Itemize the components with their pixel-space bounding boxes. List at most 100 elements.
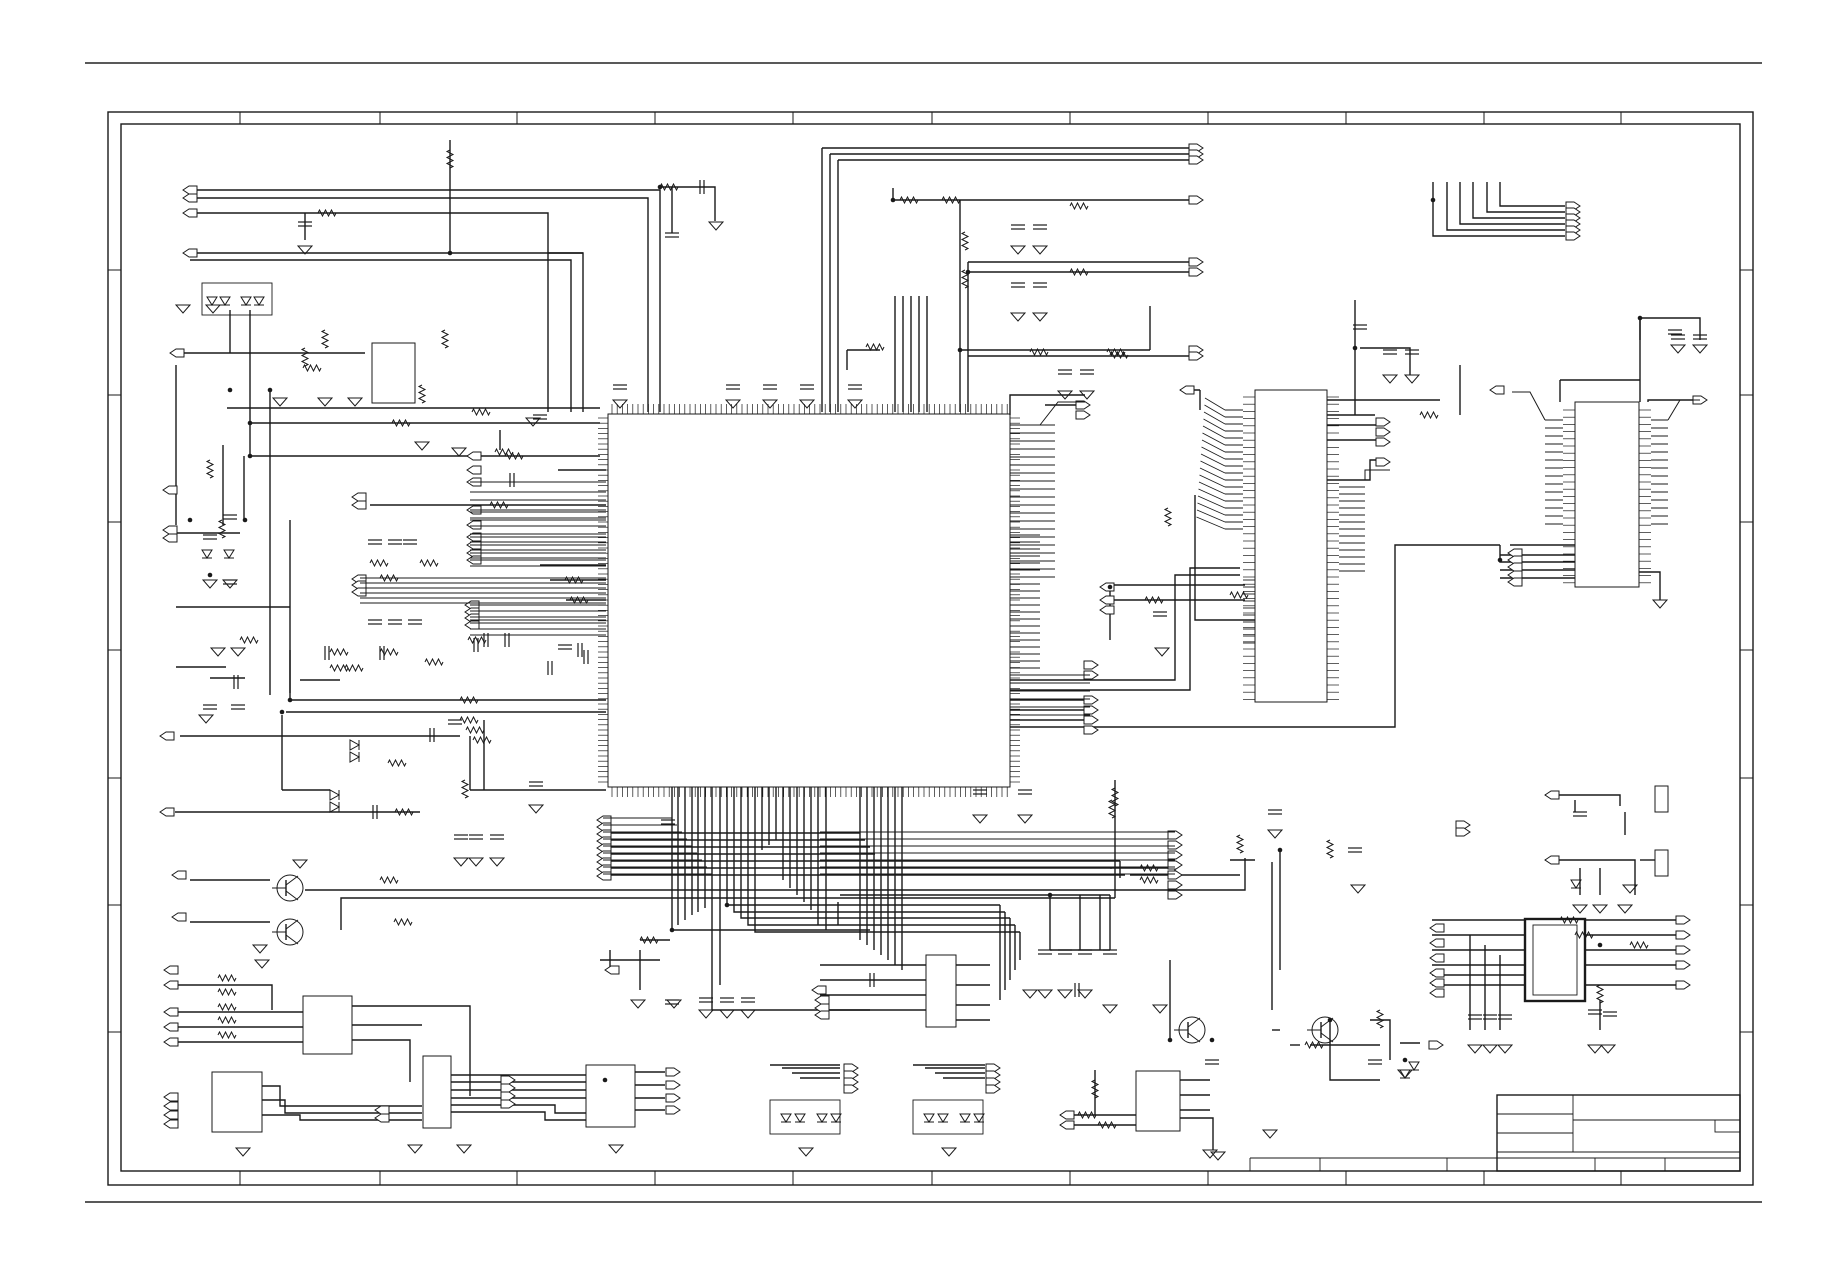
off-page-connector [163,1101,179,1111]
junction-dot [724,902,730,908]
resistor [465,725,485,735]
off-page-connector [1675,930,1691,940]
main-processor-chip [607,413,1011,788]
ground-symbol [296,245,314,255]
driver-chip-left [211,1071,263,1133]
resistor [1304,1040,1324,1050]
resistor [1069,267,1089,277]
off-page-connector [1429,923,1445,933]
junction-dot [1277,847,1283,853]
off-page-connector [604,965,620,975]
resistor [317,208,337,218]
ground-symbol [1078,390,1096,400]
off-page-connector [1544,855,1560,865]
resistor [217,973,237,983]
off-page-connector [1075,410,1091,420]
ground-symbol [455,1144,473,1154]
ground-symbol [1496,1044,1514,1054]
ground-symbol [1586,1044,1604,1054]
off-page-connector [1083,725,1099,735]
bus-line [1364,469,1390,480]
transistor-emitter [1320,1032,1334,1043]
junction-dot [1497,557,1503,563]
off-page-connector [1083,715,1099,725]
off-page-connector [1675,980,1691,990]
off-page-connector [1179,385,1195,395]
diode [349,751,361,763]
serial-chip [1135,1070,1181,1132]
bus-line [1039,401,1085,426]
resistor [445,149,455,169]
resistor [1144,595,1164,605]
off-page-connector [1167,890,1183,900]
bus-line [1204,404,1226,418]
off-page-connector [1375,417,1391,427]
off-page-connector [1083,660,1099,670]
ground-symbol [1466,1044,1484,1054]
ground-symbol [1669,344,1687,354]
off-page-connector [163,980,179,990]
diode [253,296,265,306]
ground-symbol [452,857,470,867]
off-page-connector [163,1119,179,1129]
diode [1408,1061,1420,1071]
ground-symbol [271,397,289,407]
off-page-connector [1455,827,1471,837]
junction-dot [965,269,971,275]
resistor [379,647,399,657]
resistor [460,779,470,799]
resistor [1109,350,1129,360]
junction-dot [890,197,896,203]
ground-symbol [1031,312,1049,322]
resistor [379,875,399,885]
resistor [459,695,479,705]
off-page-connector [162,525,178,535]
bus-line [1202,425,1226,439]
ground-symbol [251,944,269,954]
ground-symbol [197,714,215,724]
resistor [217,987,237,997]
ground-symbol [1651,599,1669,609]
mcu-right-bus [1010,401,1090,716]
off-page-connector [351,500,367,510]
off-page-connector [162,533,178,543]
resistor [1069,201,1089,211]
junction-dot [1637,315,1643,321]
resistor [1090,1079,1100,1099]
resistor [217,1015,237,1025]
transistor-emitter [285,890,299,901]
off-page-connector [811,985,827,995]
resistor [417,384,427,404]
bus-line [1200,453,1226,467]
ground-symbol [316,397,334,407]
off-page-connector [665,1067,681,1077]
resistor [459,715,479,725]
junction-dot [1430,197,1436,203]
transistor-emitter [1187,1032,1201,1043]
ground-symbol [467,857,485,867]
junction-dot [602,1077,608,1083]
ground-symbol [707,221,725,231]
ground-symbol [1036,989,1054,999]
off-page-connector [1167,850,1183,860]
ground-symbol [971,814,989,824]
off-page-connector [1059,1120,1075,1130]
transistor-collector [285,875,299,886]
resistor [1107,799,1117,819]
diode [329,801,341,813]
drawing-frame [107,111,1754,1186]
diode [937,1113,949,1123]
diode [240,296,252,306]
bus-line [1200,460,1226,474]
resistor [217,519,227,539]
off-page-connector [182,193,198,203]
diode [816,1113,828,1123]
ground-symbol [291,859,309,869]
ground-symbol [209,647,227,657]
ground-symbol [1056,390,1074,400]
resistor [1163,507,1173,527]
off-page-connector [1167,840,1183,850]
resistor [205,459,215,479]
